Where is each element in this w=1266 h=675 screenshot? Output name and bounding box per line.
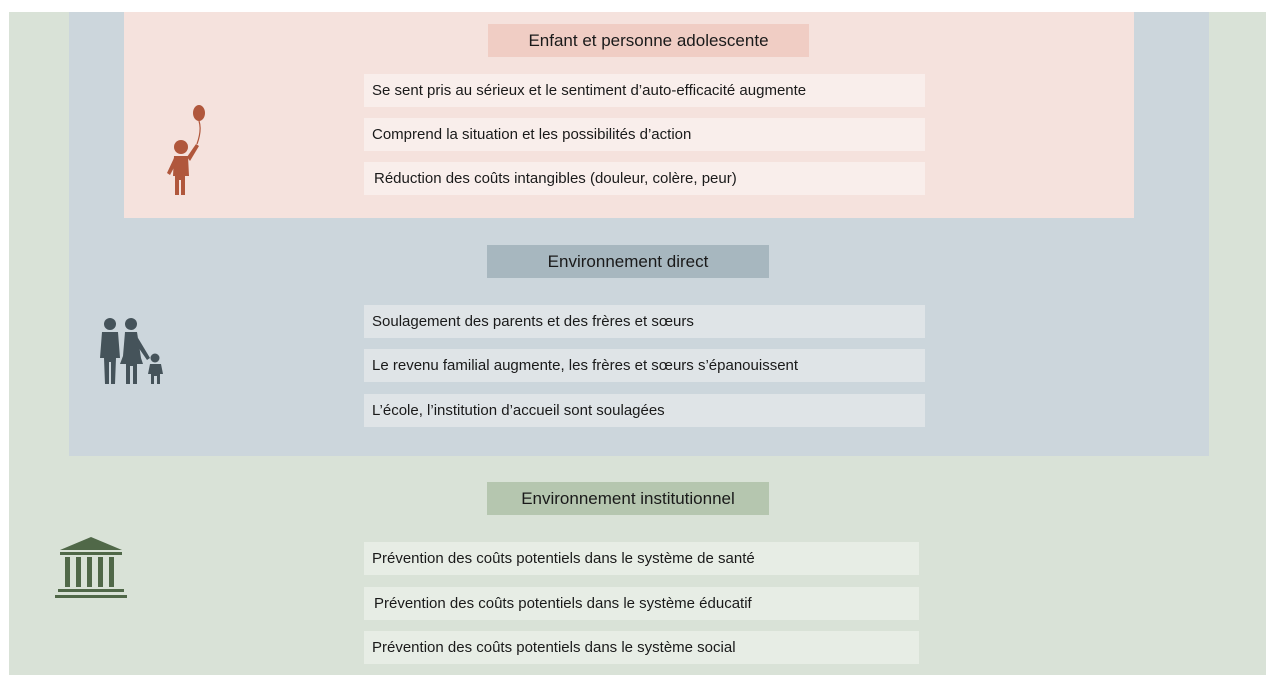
direct-item-3: L’école, l’institution d’accueil sont so… bbox=[364, 394, 925, 427]
institutional-item-3: Prévention des coûts potentiels dans le … bbox=[364, 631, 919, 664]
child-item-3: Réduction des coûts intangibles (douleur… bbox=[364, 162, 925, 195]
child-item-2: Comprend la situation et les possibilité… bbox=[364, 118, 925, 151]
institutional-item-2: Prévention des coûts potentiels dans le … bbox=[364, 587, 919, 620]
institutional-item-1: Prévention des coûts potentiels dans le … bbox=[364, 542, 919, 575]
institutional-section-title: Environnement institutionnel bbox=[487, 482, 769, 515]
direct-item-2: Le revenu familial augmente, les frères … bbox=[364, 349, 925, 382]
institution-building-icon bbox=[55, 537, 127, 598]
child-with-balloon-icon bbox=[167, 105, 205, 195]
family-icon bbox=[100, 318, 163, 384]
child-section-title: Enfant et personne adolescente bbox=[488, 24, 809, 57]
direct-item-1: Soulagement des parents et des frères et… bbox=[364, 305, 925, 338]
direct-section-title: Environnement direct bbox=[487, 245, 769, 278]
child-item-1: Se sent pris au sérieux et le sentiment … bbox=[364, 74, 925, 107]
